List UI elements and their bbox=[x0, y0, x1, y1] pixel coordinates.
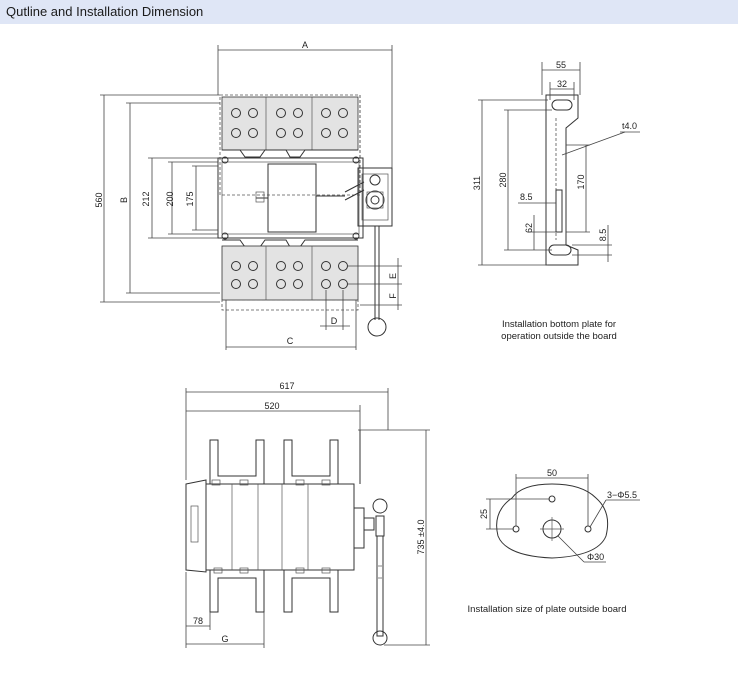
outside-plate-drawing: 50 25 3−Φ5.5 Φ30 Installation size of pl… bbox=[468, 468, 640, 615]
dim-label-t4: t4.0 bbox=[622, 121, 637, 131]
dim-label-170: 170 bbox=[576, 174, 586, 189]
dim-label-175: 175 bbox=[185, 191, 195, 206]
dim-label-280: 280 bbox=[498, 172, 508, 187]
bottom-terminal-holes bbox=[231, 261, 348, 289]
front-window bbox=[267, 163, 317, 233]
dim-label-55: 55 bbox=[556, 60, 566, 70]
outside-plate-outline bbox=[496, 483, 609, 559]
dim-label-e: E bbox=[388, 273, 398, 279]
bottom-plate-caption-1: Installation bottom plate for bbox=[502, 319, 616, 330]
dim-label-560: 560 bbox=[94, 192, 104, 207]
bottom-u-terminal-1 bbox=[209, 570, 265, 613]
bottom-u-terminal-2 bbox=[283, 570, 339, 613]
dim-label-8-5-a: 8.5 bbox=[520, 192, 533, 202]
side-body bbox=[205, 483, 355, 571]
operating-mechanism bbox=[344, 167, 393, 337]
dim-label-617: 617 bbox=[279, 381, 294, 391]
dim-label-50: 50 bbox=[547, 468, 557, 478]
outside-plate-caption: Installation size of plate outside board bbox=[468, 604, 627, 615]
dim-label-32: 32 bbox=[557, 79, 567, 89]
bottom-terminal-block bbox=[221, 245, 359, 301]
dim-label-c: C bbox=[287, 336, 294, 346]
side-handle-bottom-knob bbox=[372, 630, 388, 646]
side-view: 617 520 735 bbox=[185, 381, 430, 648]
dim-label-311: 311 bbox=[472, 176, 482, 190]
dim-label-8-5-b: 8.5 bbox=[598, 229, 608, 242]
top-terminal-holes bbox=[231, 108, 348, 138]
handle-knob bbox=[367, 317, 387, 337]
top-u-terminal-2 bbox=[283, 439, 339, 484]
dim-label-78: 78 bbox=[193, 616, 203, 626]
dim-label-200: 200 bbox=[165, 191, 175, 206]
dim-label-center: Φ30 bbox=[587, 552, 604, 562]
bottom-plate-caption-2: operation outside the board bbox=[501, 331, 617, 342]
side-handle-top-knob bbox=[372, 498, 388, 514]
front-view: A 560 B 212 200 175 C D bbox=[94, 40, 402, 350]
dim-label-212: 212 bbox=[141, 191, 151, 206]
dim-label-b: B bbox=[119, 197, 129, 203]
dim-label-a: A bbox=[302, 40, 308, 50]
dim-label-520: 520 bbox=[264, 401, 279, 411]
bottom-plate-outline bbox=[545, 94, 579, 266]
dim-label-25: 25 bbox=[479, 509, 489, 519]
section-title: Qutline and Installation Dimension bbox=[6, 4, 204, 19]
dim-label-d: D bbox=[331, 316, 338, 326]
switch-body bbox=[217, 157, 364, 239]
section-header: Qutline and Installation Dimension bbox=[0, 0, 738, 24]
dim-label-735: 735 ±4.0 bbox=[416, 520, 426, 555]
dim-label-holes: 3−Φ5.5 bbox=[607, 490, 637, 500]
side-handle-rod bbox=[376, 535, 384, 637]
base-plate bbox=[185, 479, 207, 573]
dim-label-62: 62 bbox=[524, 223, 534, 233]
dim-label-g: G bbox=[221, 634, 228, 644]
dim-label-f: F bbox=[388, 293, 398, 299]
top-terminal-block bbox=[221, 96, 359, 151]
top-u-terminal-1 bbox=[209, 439, 265, 484]
bottom-plate-drawing: 55 32 t4.0 311 280 170 8.5 62 bbox=[472, 60, 640, 342]
